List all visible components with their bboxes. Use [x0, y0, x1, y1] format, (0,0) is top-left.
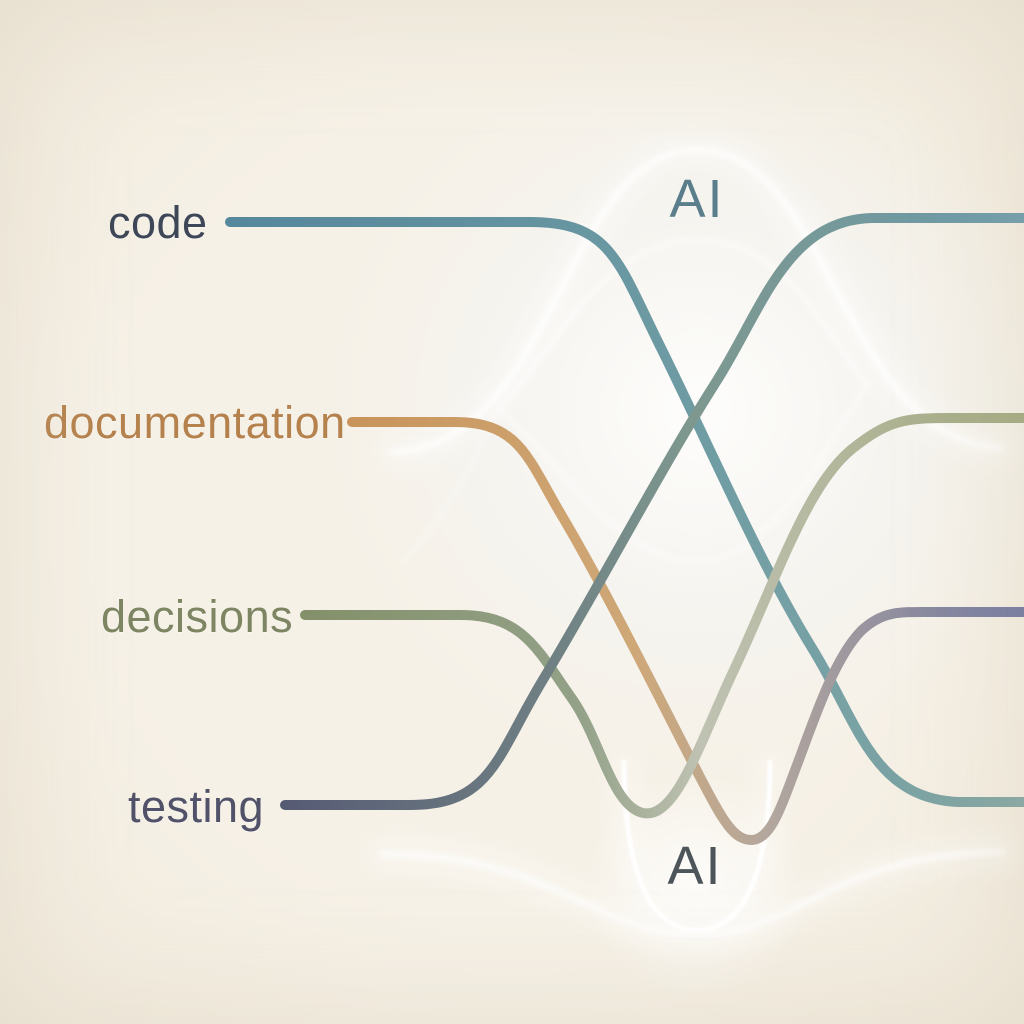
glow-lens-upper	[498, 238, 869, 412]
glow-inverted-bell	[377, 849, 1007, 937]
label-testing: testing	[128, 781, 265, 832]
ai-label-top: AI	[669, 169, 725, 229]
label-documentation: documentation	[44, 397, 346, 448]
glow-lens-lower	[498, 383, 869, 564]
code-flow-line	[225, 217, 1024, 807]
flow-lines	[225, 213, 1024, 846]
label-decisions: decisions	[101, 591, 294, 642]
testing-flow-line	[280, 213, 1024, 810]
glow-bell	[389, 147, 1005, 455]
documentation-flow-line	[347, 417, 1024, 846]
decisions-flow-line	[300, 413, 1024, 819]
glow-bottom-u	[621, 759, 773, 933]
glow-envelope	[370, 138, 1014, 945]
glow-left-tail	[400, 408, 499, 564]
label-code: code	[108, 197, 208, 248]
ai-label-bottom: AI	[667, 836, 723, 896]
